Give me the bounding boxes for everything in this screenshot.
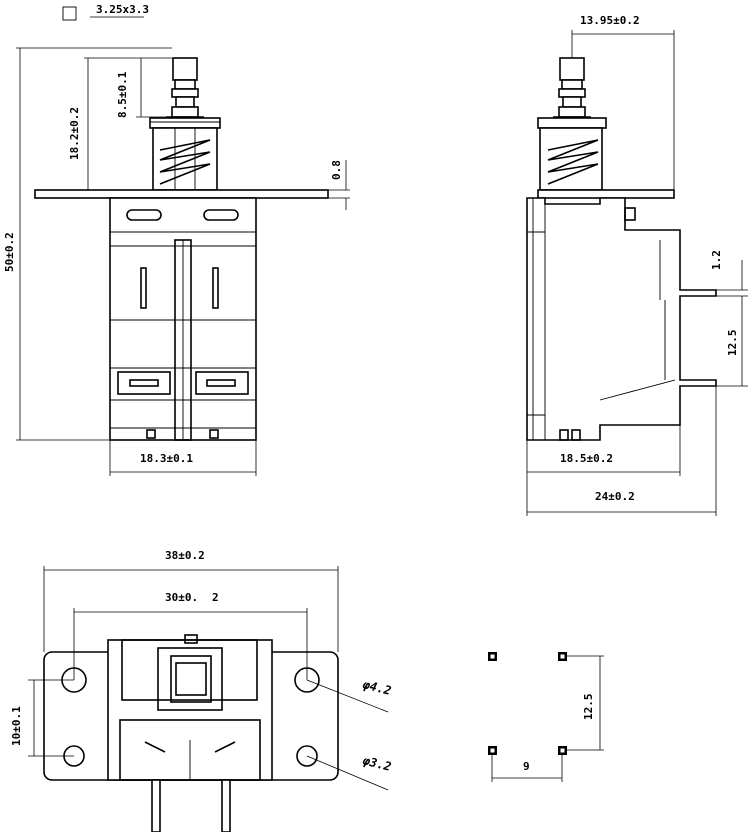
dim-body-depth: 18.5±0.2	[560, 452, 613, 465]
dim-overall-depth: 24±0.2	[595, 490, 635, 503]
terminal-pin-left	[151, 779, 161, 832]
dim-hole-spacing: 30±0.	[165, 591, 198, 604]
dim-vertical-spacing: 10±0.1	[10, 706, 23, 746]
footprint-pads	[488, 652, 567, 755]
dim-small-hole-dia: φ3.2	[360, 753, 392, 774]
dim-hole-spacing-suffix: 2	[212, 591, 219, 604]
pcb-footprint: 12.5 9	[488, 652, 604, 782]
bottom-plate	[43, 634, 339, 832]
dim-bracket-thickness: 0.8	[330, 160, 343, 180]
front-dimensions: 8.5±0.1 18.2±0.2 50±0.2 0.8 18.3±0.1	[3, 47, 350, 476]
terminal-pin-right	[221, 779, 231, 832]
small-hole-right	[296, 745, 318, 767]
dim-total-height: 50±0.2	[3, 232, 16, 272]
front-view: 8.5±0.1 18.2±0.2 50±0.2 0.8 18.3±0.1	[3, 47, 350, 476]
dim-plunger-height: 18.2±0.2	[68, 107, 81, 160]
spring-assembly	[149, 117, 221, 191]
side-bracket	[537, 189, 675, 199]
bottom-view: 38±0.2 30±0. 2 10±0.1 φ4.2 φ3.2	[10, 549, 393, 832]
dim-stem-length: 8.5±0.1	[116, 71, 129, 118]
dim-pin-spacing: 12.5	[726, 330, 739, 357]
footprint-dimensions: 12.5 9	[491, 655, 604, 782]
legend-square	[62, 6, 77, 21]
dim-pin-offset: 1.2	[710, 250, 723, 270]
switch-body-side	[526, 197, 717, 441]
legend-square-note: 3.25x3.3	[96, 3, 149, 16]
plunger-stem	[166, 57, 204, 118]
dim-footprint-horizontal: 9	[523, 760, 530, 773]
legend: 3.25x3.3	[62, 3, 149, 21]
side-plunger	[537, 57, 607, 191]
side-dimensions: 13.95±0.2 1.2 12.5 18.5±0.2 24±0.2	[526, 14, 748, 516]
mounting-bracket	[34, 189, 329, 199]
side-view: 13.95±0.2 1.2 12.5 18.5±0.2 24±0.2	[526, 14, 748, 516]
dim-stem-offset: 13.95±0.2	[580, 14, 640, 27]
switch-body-front	[109, 197, 257, 441]
dim-overall-width: 38±0.2	[165, 549, 205, 562]
dim-footprint-vertical: 12.5	[582, 694, 595, 721]
dim-body-width: 18.3±0.1	[140, 452, 193, 465]
dim-large-hole-dia: φ4.2	[360, 677, 392, 698]
